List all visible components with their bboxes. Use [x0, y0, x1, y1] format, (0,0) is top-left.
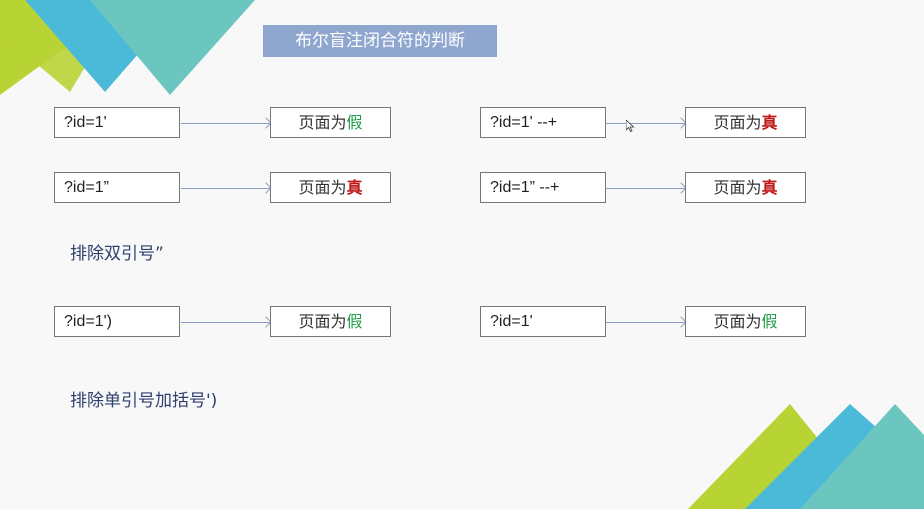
result-prefix: 页面为 [713, 312, 762, 331]
input-box: ?id=1” [54, 172, 180, 203]
result-word: 真 [761, 178, 778, 197]
arrow [606, 123, 685, 124]
note-exclude-single-quote-paren: 排除单引号加括号') [70, 391, 218, 411]
result-box: 页面为假 [685, 306, 806, 337]
result-prefix: 页面为 [298, 178, 347, 197]
deco-bottom-teal [800, 404, 924, 509]
result-box: 页面为真 [685, 107, 806, 138]
result-prefix: 页面为 [298, 113, 347, 132]
note-exclude-double-quote: 排除双引号” [70, 244, 164, 264]
result-word: 假 [346, 312, 363, 331]
arrow [181, 188, 270, 189]
arrow [606, 188, 685, 189]
deco-top-teal [90, 0, 255, 95]
result-box: 页面为真 [685, 172, 806, 203]
arrow [181, 123, 270, 124]
result-word: 真 [761, 113, 778, 132]
input-box: ?id=1” --+ [480, 172, 606, 203]
result-box: 页面为假 [270, 306, 391, 337]
input-box: ?id=1' [54, 107, 180, 138]
input-box: ?id=1') [54, 306, 180, 337]
result-word: 假 [761, 312, 778, 331]
input-box: ?id=1' --+ [480, 107, 606, 138]
result-word: 假 [346, 113, 363, 132]
slide-title: 布尔盲注闭合符的判断 [263, 25, 497, 57]
arrow [181, 322, 270, 323]
mouse-pointer-icon [626, 120, 635, 132]
result-prefix: 页面为 [298, 312, 347, 331]
arrow [606, 322, 685, 323]
result-prefix: 页面为 [713, 178, 762, 197]
input-box: ?id=1' [480, 306, 606, 337]
result-prefix: 页面为 [713, 113, 762, 132]
result-box: 页面为真 [270, 172, 391, 203]
result-box: 页面为假 [270, 107, 391, 138]
result-word: 真 [346, 178, 363, 197]
